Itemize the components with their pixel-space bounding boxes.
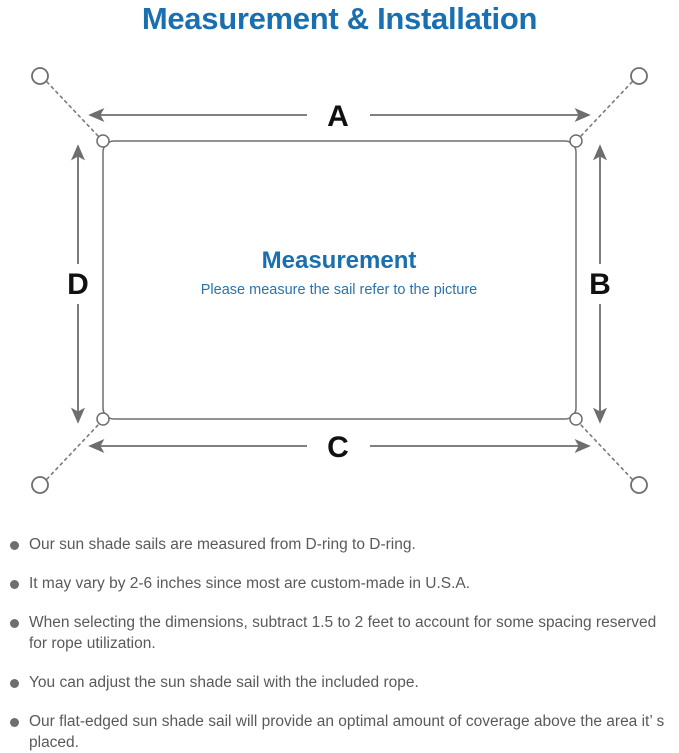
rope-line-top-right [579,81,633,138]
diagram-center-heading: Measurement [262,247,417,274]
note-text: It may vary by 2-6 inches since most are… [29,575,471,592]
dimension-label-c: C [327,431,349,464]
list-item: You can adjust the sun shade sail with t… [10,672,670,693]
anchor-bottom-right-icon [630,476,648,494]
sail-panel [102,140,577,420]
list-item: When selecting the dimensions, subtract … [10,612,670,654]
note-text: Our sun shade sails are measured from D-… [29,536,416,553]
rope-line-top-left [46,81,100,138]
dimension-label-b: B [589,268,611,301]
d-ring-top-right-icon [569,134,583,148]
note-text: You can adjust the sun shade sail with t… [29,674,419,691]
bullet-icon [10,580,19,589]
anchor-bottom-left-icon [31,476,49,494]
d-ring-top-left-icon [96,134,110,148]
dimension-label-d: D [67,268,89,301]
anchor-top-left-icon [31,67,49,85]
d-ring-bottom-left-icon [96,412,110,426]
dimension-label-a: A [327,100,349,133]
page-title: Measurement & Installation [141,1,538,36]
note-text: Our flat-edged sun shade sail will provi… [29,713,665,751]
note-text: When selecting the dimensions, subtract … [29,614,657,652]
notes-list: Our sun shade sails are measured from D-… [0,524,679,751]
list-item: It may vary by 2-6 inches since most are… [10,573,670,594]
list-item: Our flat-edged sun shade sail will provi… [10,711,670,753]
rope-line-bottom-right [579,423,633,480]
bullet-icon [10,679,19,688]
bullet-icon [10,718,19,727]
anchor-top-right-icon [630,67,648,85]
bullet-icon [10,541,19,550]
measurement-diagram: A C D B Measurement Please measure the s… [0,46,679,516]
rope-line-bottom-left [46,423,100,480]
bullet-icon [10,619,19,628]
diagram-center-subheading: Please measure the sail refer to the pic… [201,282,477,298]
d-ring-bottom-right-icon [569,412,583,426]
list-item: Our sun shade sails are measured from D-… [10,534,670,555]
